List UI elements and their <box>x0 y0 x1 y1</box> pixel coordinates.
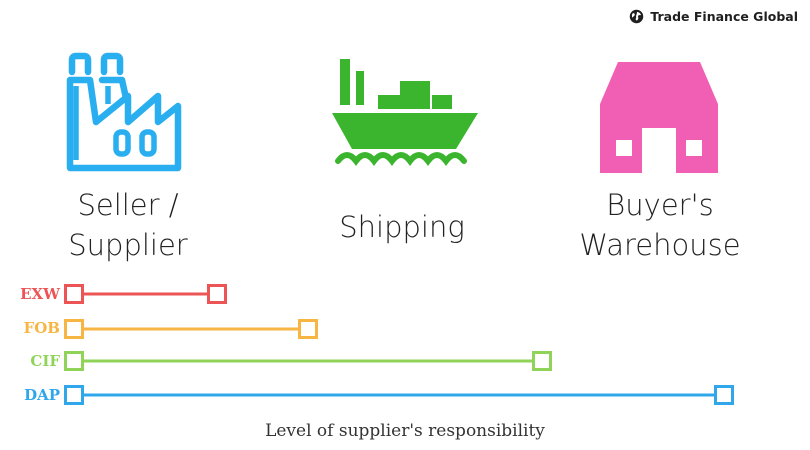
warehouse-label-line2: Warehouse <box>579 228 741 262</box>
ship-icon <box>332 59 478 166</box>
bar-start-box-exw <box>64 284 84 304</box>
buyers-warehouse-label: Buyer's Warehouse <box>560 185 760 265</box>
bar-start-box-dap <box>64 385 84 405</box>
globe-icon <box>630 9 644 24</box>
bar-start-box-cif <box>64 351 84 371</box>
seller-label-line2: Supplier <box>68 228 188 262</box>
bar-end-box-fob <box>298 319 318 339</box>
bar-start-box-fob <box>64 319 84 339</box>
bar-end-box-cif <box>532 351 552 371</box>
shipping-label: Shipping <box>322 207 482 247</box>
brand-name: Trade Finance Global <box>650 9 798 24</box>
row-label-fob: FOB <box>23 319 60 337</box>
bar-end-box-exw <box>207 284 227 304</box>
brand-logo: Trade Finance Global <box>629 9 798 24</box>
row-label-dap: DAP <box>24 386 60 404</box>
factory-icon <box>66 52 182 172</box>
shipping-label-line1: Shipping <box>339 210 465 244</box>
seller-supplier-label: Seller / Supplier <box>48 185 208 265</box>
seller-label-line1: Seller / <box>77 188 179 222</box>
bar-end-box-dap <box>714 385 734 405</box>
row-label-exw: EXW <box>20 285 60 303</box>
warehouse-label-line1: Buyer's <box>606 188 714 222</box>
footer-caption: Level of supplier's responsibility <box>265 421 545 441</box>
warehouse-icon <box>600 62 718 173</box>
row-label-cif: CIF <box>30 352 60 370</box>
